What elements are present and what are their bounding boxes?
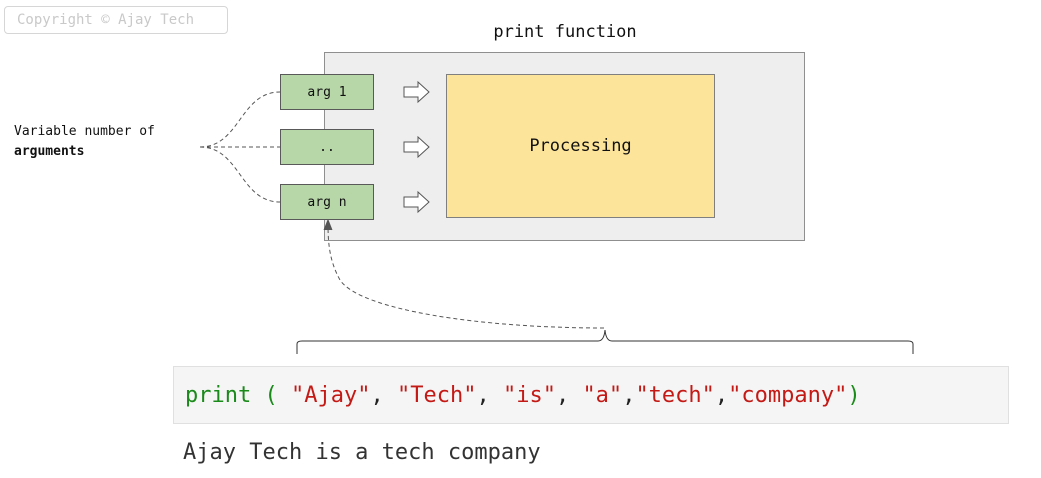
processing-box: Processing: [446, 74, 715, 218]
arrow-arg-1-icon: [403, 80, 430, 104]
code-separator: ,: [555, 383, 583, 408]
arrowhead: [323, 218, 333, 231]
variable-args-label-line2: arguments: [14, 144, 85, 159]
arrow-arg-mid-icon: [403, 135, 430, 159]
code-output: Ajay Tech is a tech company: [183, 440, 541, 465]
code-keyword: print: [185, 383, 252, 408]
code-string: "tech": [635, 383, 715, 408]
code-string: "company": [728, 383, 848, 408]
code-separator: ,: [714, 383, 729, 408]
copyright-watermark: Copyright © Ajay Tech: [4, 6, 228, 34]
variable-args-label: Variable number of arguments: [14, 122, 155, 162]
code-separator: ,: [622, 383, 636, 408]
code-cell: print ( "Ajay", "Tech", "is", "a","tech"…: [173, 366, 1009, 424]
code-brace: [296, 329, 914, 354]
variable-args-label-line1: Variable number of: [14, 124, 155, 139]
code-string: "Ajay": [290, 383, 371, 408]
arg-1-box: arg 1: [280, 74, 374, 110]
code-string: "Tech": [396, 383, 477, 408]
arg-n-box: arg n: [280, 184, 374, 220]
connector-arg-1: [199, 91, 281, 148]
code-separator: ,: [370, 383, 397, 408]
code-open-paren: (: [251, 383, 291, 408]
function-title: print function: [493, 22, 637, 42]
code-string: "is": [502, 383, 556, 408]
arrow-arg-n-icon: [403, 190, 430, 214]
code-string: "a": [582, 383, 623, 408]
brace-to-arg-n-arrow: [327, 223, 605, 329]
code-separator: ,: [476, 383, 503, 408]
code-close-paren: ): [847, 383, 861, 408]
connector-arg-n: [199, 146, 281, 203]
arg-ellipsis-box: ..: [280, 129, 374, 165]
